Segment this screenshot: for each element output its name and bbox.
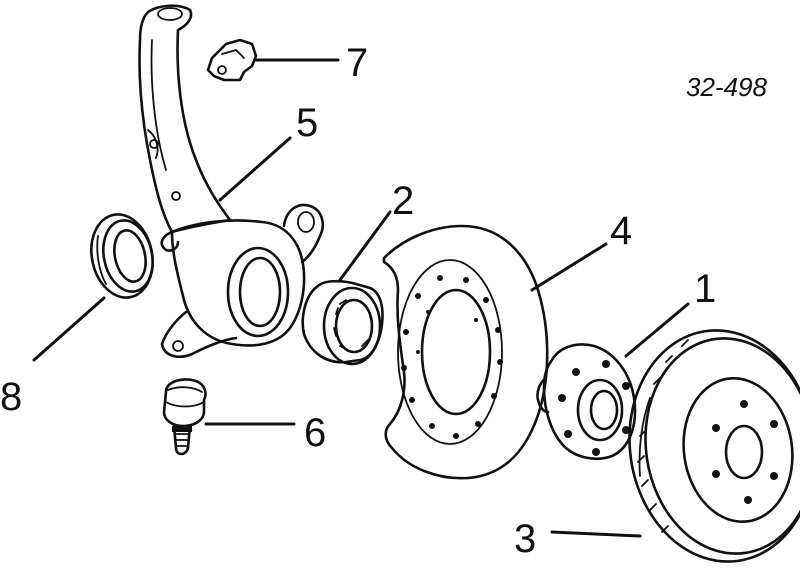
- leader-line-3: [550, 530, 642, 538]
- callout-5: 5: [296, 101, 318, 145]
- ball-joint-part: [162, 378, 207, 456]
- steering-knuckle-part: [138, 4, 324, 358]
- hub-part: [536, 343, 637, 460]
- wheel-bearing-part: [301, 279, 384, 366]
- callout-4: 4: [610, 209, 632, 253]
- callout-3: 3: [514, 517, 536, 561]
- callout-6: 6: [304, 411, 326, 455]
- leader-line-5: [218, 136, 292, 202]
- leader-line-2: [338, 210, 392, 282]
- reference-code: 32-498: [686, 72, 767, 102]
- splash-shield-part: [382, 224, 549, 480]
- callout-1: 1: [694, 267, 716, 311]
- oil-seal-part: [90, 213, 154, 299]
- callout-8: 8: [0, 375, 22, 419]
- leader-line-4: [530, 242, 608, 292]
- callout-2: 2: [392, 179, 414, 223]
- callout-7: 7: [346, 41, 368, 85]
- clip-part: [206, 38, 258, 82]
- brake-disc-part: [628, 329, 800, 563]
- leader-line-8: [32, 296, 106, 362]
- leader-line-1: [624, 302, 690, 358]
